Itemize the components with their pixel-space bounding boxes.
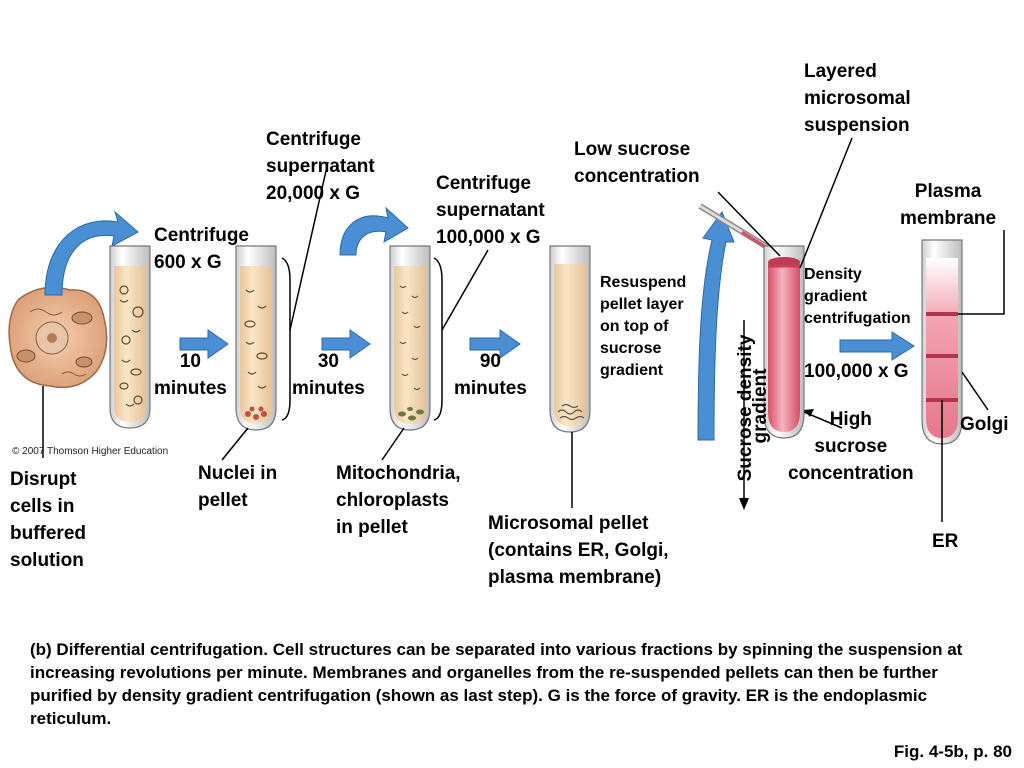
- label-centrifuge-100000: Centrifuge supernatant 100,000 x G: [436, 173, 545, 248]
- tube-3: [389, 245, 431, 431]
- label-10-minutes: 10 minutes: [154, 351, 227, 399]
- tube-5: [763, 245, 805, 439]
- label-90-minutes: 90 minutes: [454, 351, 527, 399]
- curved-arrow-3: [697, 210, 735, 441]
- tube-1: [109, 245, 151, 429]
- tube-6: [921, 239, 963, 445]
- label-microsomal-pellet: Microsomal pellet (contains ER, Golgi, p…: [488, 513, 669, 588]
- label-gradient: gradient: [750, 368, 771, 444]
- curved-arrow-2: [339, 206, 409, 256]
- straight-arrows: [179, 329, 915, 361]
- label-density-gradient-centrifugation: Density gradient centrifugation: [804, 266, 911, 327]
- tube-4: [549, 245, 591, 433]
- figure-reference: Fig. 4-5b, p. 80: [893, 742, 1012, 761]
- label-layered-suspension: Layered microsomal suspension: [804, 61, 911, 136]
- label-centrifuge-600: Centrifuge 600 x G: [154, 225, 249, 273]
- label-low-sucrose: Low sucrose concentration: [574, 139, 700, 187]
- label-mitochondria: Mitochondria, chloroplasts in pellet: [336, 463, 461, 538]
- label-disrupt-cells: Disrupt cells in buffered solution: [10, 469, 86, 571]
- cell-illustration: [8, 286, 108, 389]
- curved-arrow-1: [44, 210, 139, 296]
- label-100000-g: 100,000 x G: [804, 361, 909, 382]
- label-30-minutes: 30 minutes: [292, 351, 365, 399]
- label-golgi: Golgi: [960, 414, 1009, 435]
- label-nuclei: Nuclei in pellet: [198, 463, 278, 511]
- tube-2: [235, 245, 277, 431]
- label-plasma-membrane: Plasma membrane: [900, 181, 997, 229]
- label-resuspend: Resuspend pellet layer on top of sucrose…: [600, 274, 687, 379]
- figure-caption: (b) Differential centrifugation. Cell st…: [30, 640, 963, 728]
- copyright-notice: © 2007 Thomson Higher Education: [12, 446, 169, 457]
- label-high-sucrose: High sucrose concentration: [788, 409, 914, 484]
- label-centrifuge-20000: Centrifuge supernatant 20,000 x G: [266, 129, 375, 204]
- label-er: ER: [932, 531, 959, 552]
